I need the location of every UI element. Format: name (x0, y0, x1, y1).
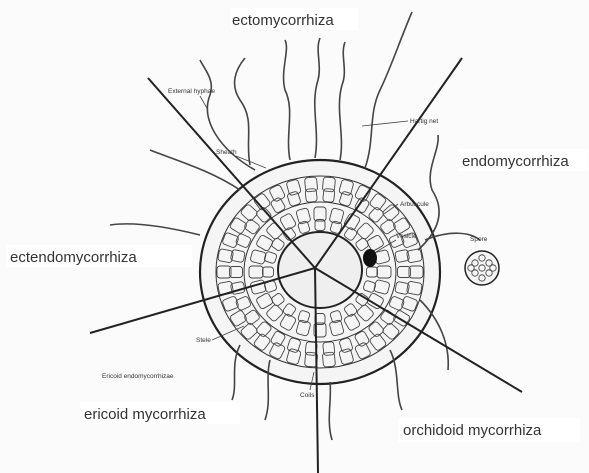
hypha (365, 12, 412, 168)
hypha (284, 40, 290, 160)
sector-label-ectendomycorrhiza: ectendomycorrhiza (10, 249, 137, 266)
hypha (235, 58, 250, 165)
label-sheath: Sheath (216, 149, 237, 156)
sector-label-ericoid-mycorrhiza: ericoid mycorrhiza (84, 406, 206, 423)
label-vesicle: Vesicle (396, 233, 417, 240)
hypha (339, 42, 345, 160)
label-arbuscule: Arbuscule (400, 201, 429, 208)
leader-sheath (236, 156, 266, 168)
sector-label-orchidoid-mycorrhiza: orchidoid mycorrhiza (403, 422, 542, 439)
label-external-hyphae: External hyphae (168, 88, 215, 95)
label-hartig-net: Hartig net (410, 118, 438, 125)
label-coils: Coils (300, 392, 315, 399)
vesicle (363, 249, 377, 267)
hypha (329, 382, 332, 440)
sector-label-endomycorrhiza: endomycorrhiza (462, 153, 569, 170)
label-stele: Stele (196, 337, 211, 344)
leader-external-hyphae (200, 96, 208, 110)
label-ericoid-endomycorrhizae: Ericoid endomycorrhizae (102, 373, 174, 380)
label-spore: Spore (470, 236, 488, 243)
hypha (150, 150, 240, 190)
hypha (315, 38, 320, 158)
sector-label-ectomycorrhiza: ectomycorrhiza (232, 12, 334, 29)
spore-cluster (465, 251, 499, 285)
hypha (110, 224, 200, 235)
leader-hartig-net (362, 121, 408, 126)
spore (465, 251, 499, 285)
